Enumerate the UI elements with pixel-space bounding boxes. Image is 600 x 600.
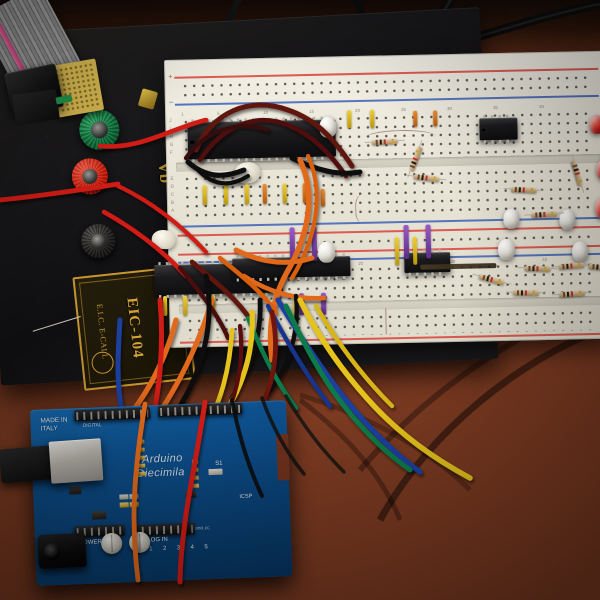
foreground-wires [131, 394, 346, 585]
